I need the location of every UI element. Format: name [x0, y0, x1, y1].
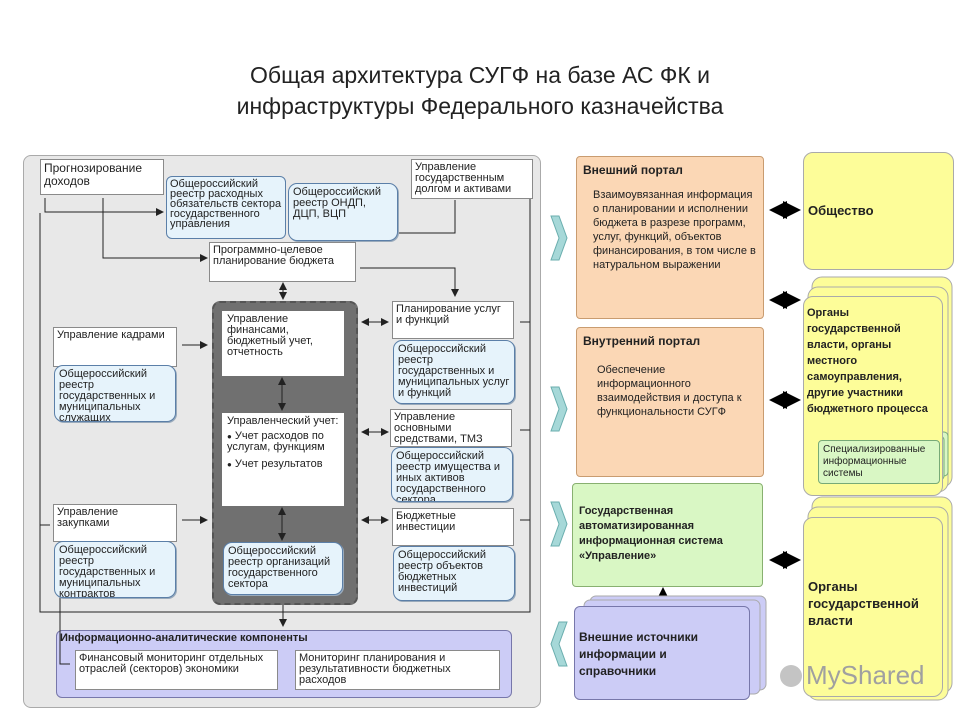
budget-investments-box: Бюджетные инвестиции [392, 508, 514, 546]
registry-munic-services-box: Общероссийский реестр государственных и … [393, 340, 515, 404]
registry-orgs-box: Общероссийский реестр организаций госуда… [223, 542, 343, 595]
internal-portal-text: Обеспечение информационного взаимодейств… [597, 364, 742, 418]
management-accounting-box: Управленческий учет: Учет расходов по ус… [222, 413, 344, 506]
watermark: MyShared [780, 660, 940, 694]
registry-contracts-box: Общероссийский реестр государственных и … [54, 541, 176, 598]
title-line-1: Общая архитектура СУГФ на базе АС ФК и [250, 62, 710, 88]
assets-management-box: Управление основными средствами, ТМЗ [390, 409, 512, 447]
gov-authorities-box: Органы государственной власти [803, 517, 943, 697]
slide-title: Общая архитектура СУГФ на базе АС ФК и и… [0, 60, 960, 122]
specialized-systems-box: Специализированные информационные систем… [818, 440, 940, 484]
financial-monitoring-box: Финансовый мониторинг отдельных отраслей… [75, 650, 278, 690]
planning-monitoring-box: Мониторинг планирования и результативнос… [295, 650, 500, 690]
registry-ondp-box: Общероссийский реестр ОНДП, ДЦП, ВЦП [288, 183, 398, 241]
forecast-box: Прогнозирование доходов [40, 159, 164, 195]
management-accounting-item: Учет расходов по услугам, функциям [227, 431, 339, 453]
external-sources-box: Внешние источники информации и справочни… [574, 606, 750, 700]
internal-portal-box: Внутренний портал Обеспечение информацио… [576, 327, 764, 477]
external-portal-text: Взаимоувязанная информация о планировани… [593, 189, 756, 271]
watermark-logo-icon [780, 665, 802, 687]
management-accounting-item: Учет результатов [227, 459, 339, 470]
title-line-2: инфраструктуры Федерального казначейства [236, 93, 724, 119]
hr-management-box: Управление кадрами [53, 327, 177, 367]
analytics-title: Информационно-аналитические компоненты [60, 633, 308, 644]
registry-staff-box: Общероссийский реестр государственных и … [54, 365, 176, 422]
program-planning-box: Программно-целевое планирование бюджета [209, 242, 356, 282]
procurement-box: Управление закупками [53, 504, 177, 542]
registry-expense-box: Общероссийский реестр расходных обязател… [166, 176, 286, 239]
external-portal-box: Внешний портал Взаимоувязанная информаци… [576, 156, 764, 319]
society-box: Общество [803, 152, 954, 270]
management-accounting-title: Управленческий учет: [227, 415, 339, 427]
debt-management-box: Управление государственным долгом и акти… [411, 159, 533, 199]
external-portal-title: Внешний портал [583, 163, 683, 177]
finance-management-box: Управление финансами, бюджетный учет, от… [222, 311, 344, 376]
internal-portal-title: Внутренний портал [583, 334, 701, 348]
gas-upravlenie-box: Государственная автоматизированная инфор… [572, 483, 763, 587]
watermark-text: MyShared [806, 660, 925, 690]
registry-property-box: Общероссийский реестр имущества и иных а… [391, 447, 513, 502]
registry-investments-box: Общероссийский реестр объектов бюджетных… [393, 546, 515, 601]
planning-services-box: Планирование услуг и функций [392, 301, 514, 339]
